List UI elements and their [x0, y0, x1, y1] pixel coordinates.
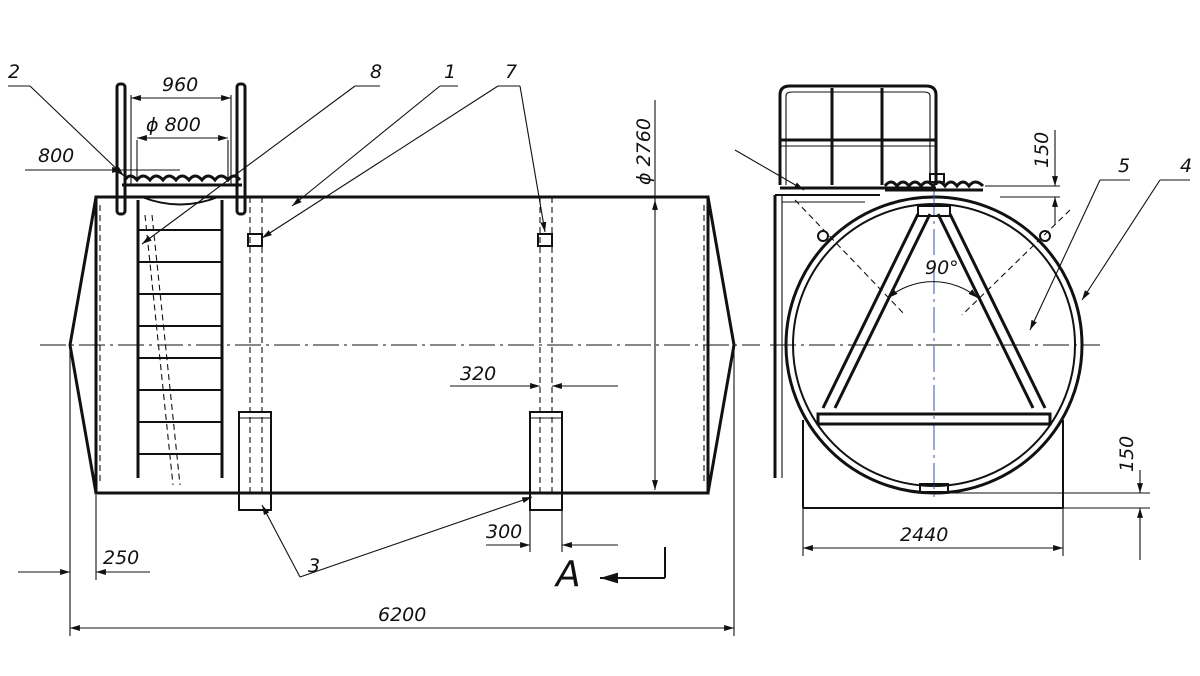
ladder [136, 200, 224, 486]
callout-leaders-side [8, 85, 547, 578]
lug-left [247, 233, 263, 247]
dim-300: 300 [486, 521, 522, 543]
dim-150-bottom: 150 [1116, 436, 1138, 472]
lug-right [537, 233, 553, 247]
dim-2440: 2440 [900, 524, 948, 546]
callout-2: 2 [8, 61, 20, 83]
callout-leaders-end [734, 149, 1190, 331]
inner-truss [794, 199, 1071, 493]
end-view-ladder-frame [773, 194, 880, 478]
callout-1: 1 [444, 61, 456, 83]
dim-800: 800 [38, 145, 74, 167]
handrail-cage [778, 84, 938, 190]
left-end-cap [68, 196, 98, 494]
callout-3: 3 [308, 555, 320, 577]
end-view: 90° 150 [734, 84, 1192, 560]
dim-960: 960 [162, 74, 198, 96]
dim-phi-800: ϕ 800 [146, 114, 201, 136]
dim-angle-90: 90° [925, 257, 959, 279]
dim-320: 320 [460, 363, 496, 385]
view-label-a: A [554, 554, 581, 595]
hatch-assembly [115, 82, 247, 216]
dim-150-top: 150 [1031, 132, 1053, 168]
support-left [238, 411, 272, 511]
dim-phi-2760: ϕ 2760 [633, 118, 655, 185]
dim-6200: 6200 [378, 604, 426, 626]
side-view: 960 ϕ 800 800 ϕ 2760 320 300 250 62 [8, 61, 760, 636]
callout-5: 5 [1118, 155, 1130, 177]
callout-4: 4 [1180, 155, 1192, 177]
dim-250: 250 [103, 547, 139, 569]
callout-7: 7 [505, 61, 517, 83]
support-right [529, 411, 563, 511]
end-view-hatch [883, 173, 985, 192]
callout-8: 8 [370, 61, 382, 83]
inner-rings [247, 197, 553, 493]
